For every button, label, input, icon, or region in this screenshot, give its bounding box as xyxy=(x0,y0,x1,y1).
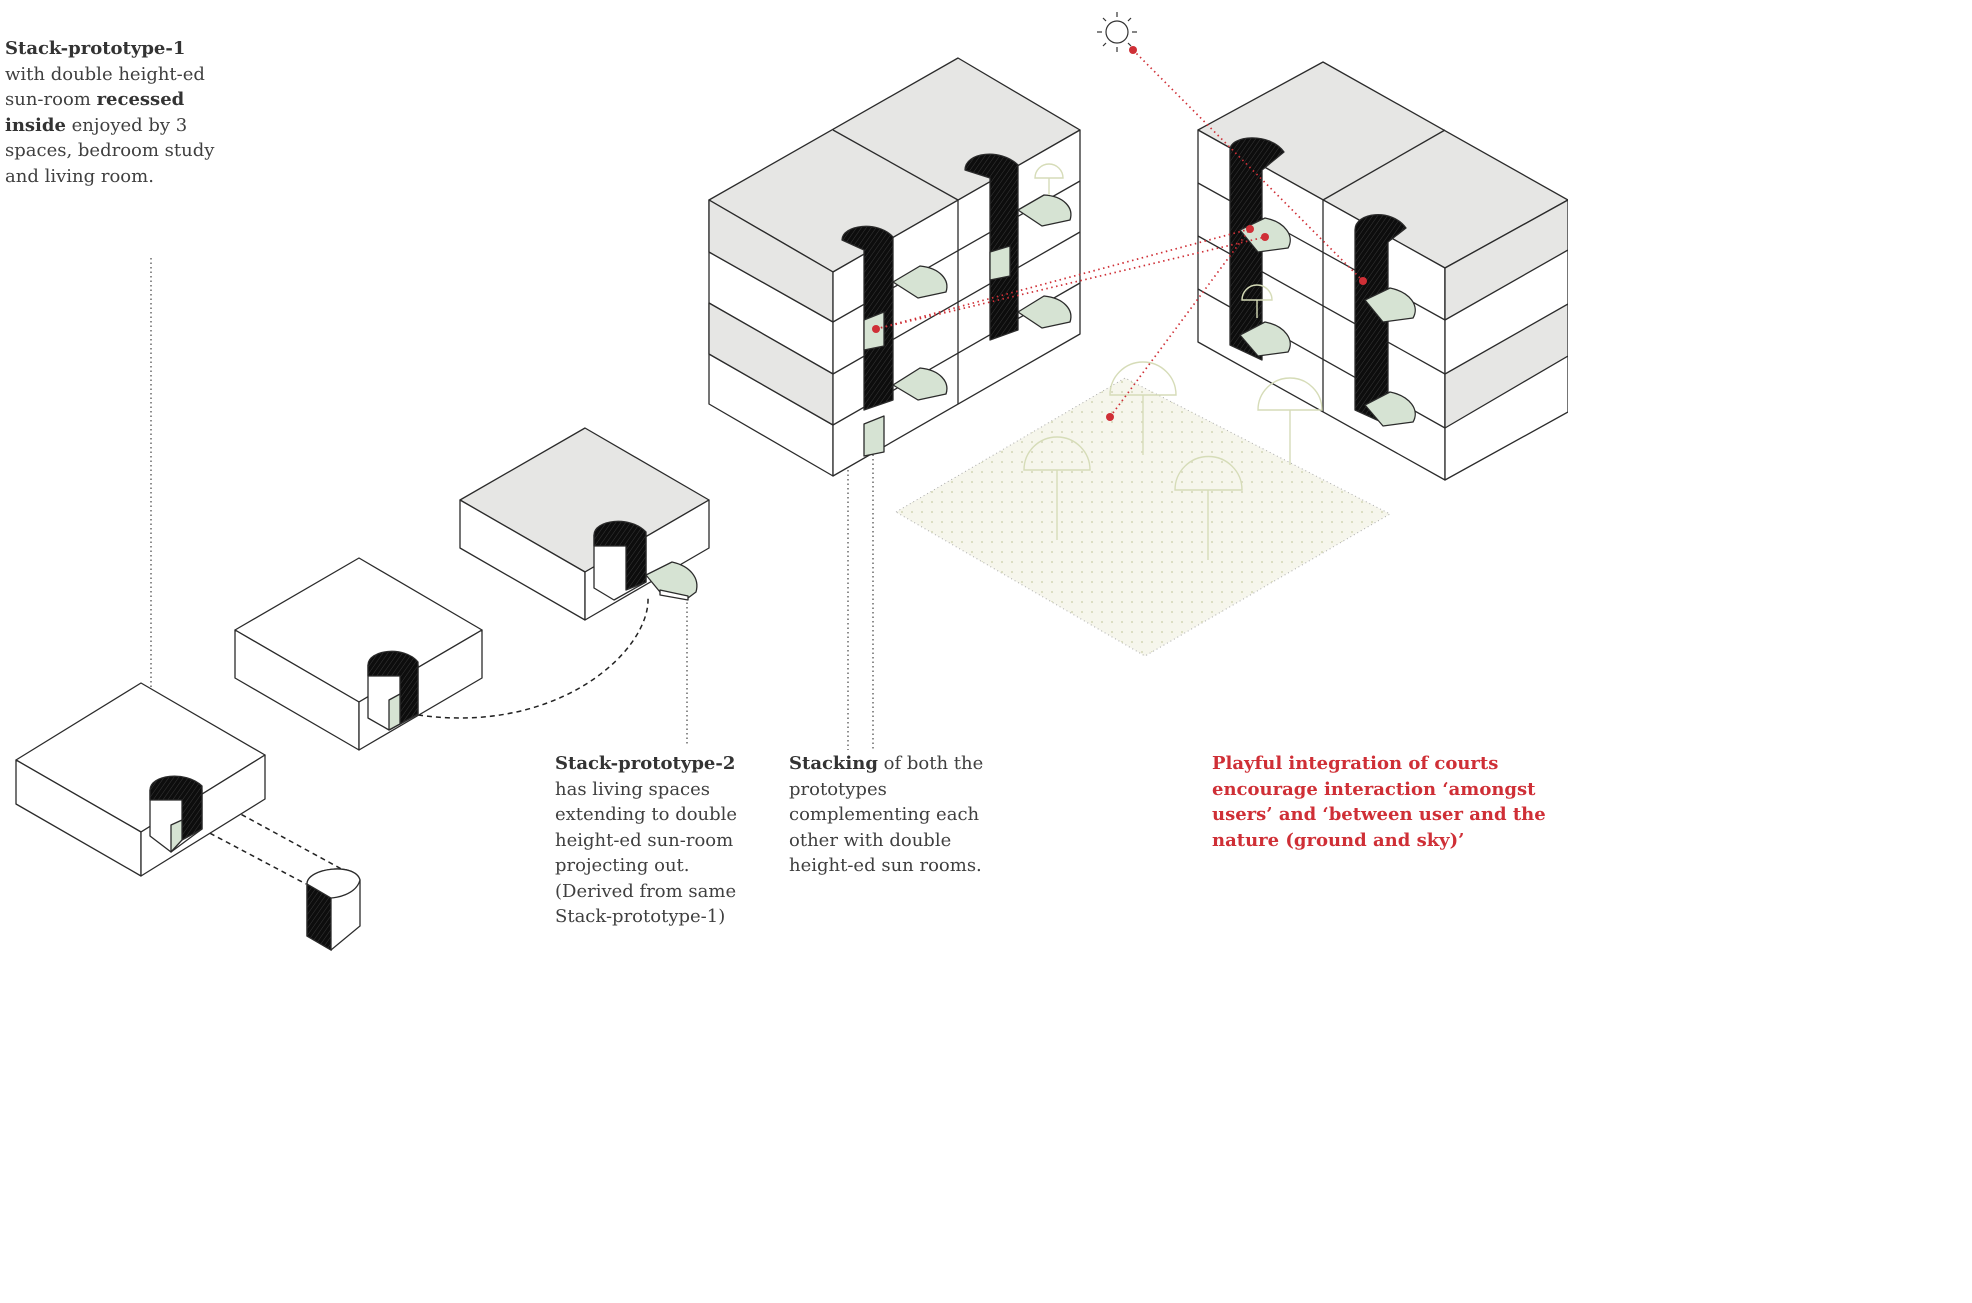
note-interaction: Playful integration of courts encourage … xyxy=(1212,751,1566,853)
extracted-sunroom xyxy=(307,869,360,950)
prototype-2-block xyxy=(460,428,709,620)
note-prototype-2: Stack-prototype-2 has living spaces exte… xyxy=(555,751,740,930)
stacked-building xyxy=(709,58,1080,476)
prototype-1-block xyxy=(16,683,265,876)
note-prototype-1-title: Stack-prototype-1 xyxy=(5,38,185,59)
note-prototype-2-text: has living spaces extending to double he… xyxy=(555,779,737,928)
sun-icon xyxy=(1097,12,1137,52)
note-stacking: Stacking of both the prototypes compleme… xyxy=(789,751,984,879)
stacked-building-right xyxy=(1198,62,1568,480)
note-prototype-2-title: Stack-prototype-2 xyxy=(555,753,735,774)
prototype-1-copy xyxy=(235,558,482,750)
note-prototype-1: Stack-prototype-1 with double height-ed … xyxy=(5,36,215,189)
isometric-diagram xyxy=(0,0,1568,1024)
note-stacking-title: Stacking xyxy=(789,753,878,774)
